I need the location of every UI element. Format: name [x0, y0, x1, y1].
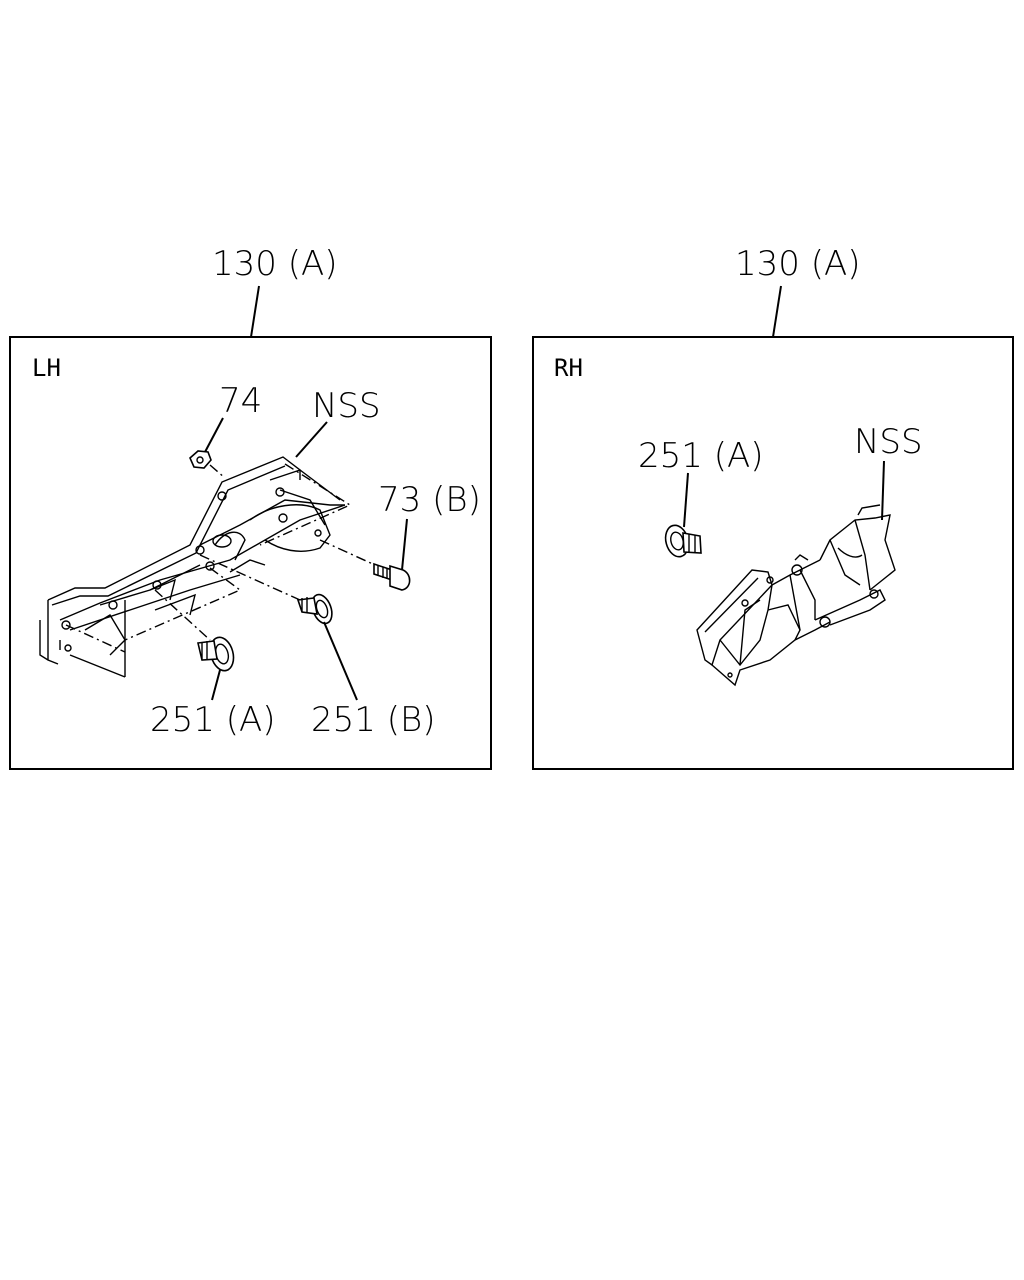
lh-nss-leader	[295, 421, 328, 458]
rh-side-label: RH	[554, 354, 583, 382]
lh-bracket-drawing	[39, 456, 376, 678]
lh-panel: 130 (A) LH	[9, 244, 492, 770]
lh-side-label: LH	[32, 354, 61, 382]
lh-assembly-label: 130 (A)	[212, 244, 338, 284]
callout-lh-nss: NSS	[312, 386, 381, 426]
lh-assembly-leader	[250, 285, 260, 338]
callout-74: 74	[219, 381, 262, 421]
nut-74	[189, 417, 226, 479]
rh-assembly-leader	[772, 285, 782, 338]
clip-251a-rh	[664, 472, 702, 558]
clip-251b	[296, 593, 358, 701]
callout-73b: 73 (B)	[378, 480, 481, 520]
rh-panel: 130 (A) RH	[532, 244, 1014, 770]
callout-rh-nss: NSS	[854, 422, 923, 462]
callout-rh-251a: 251 (A)	[638, 436, 764, 476]
callout-251b: 251 (B)	[311, 700, 436, 740]
rh-panel-frame	[532, 336, 1014, 770]
rh-bracket-drawing	[696, 504, 896, 687]
callout-lh-251a: 251 (A)	[150, 700, 276, 740]
rh-assembly-label: 130 (A)	[735, 244, 861, 284]
clip-251a-lh	[197, 636, 235, 701]
lh-panel-frame	[9, 336, 492, 770]
rh-nss-leader	[881, 460, 885, 521]
bolt-73b	[373, 518, 411, 591]
